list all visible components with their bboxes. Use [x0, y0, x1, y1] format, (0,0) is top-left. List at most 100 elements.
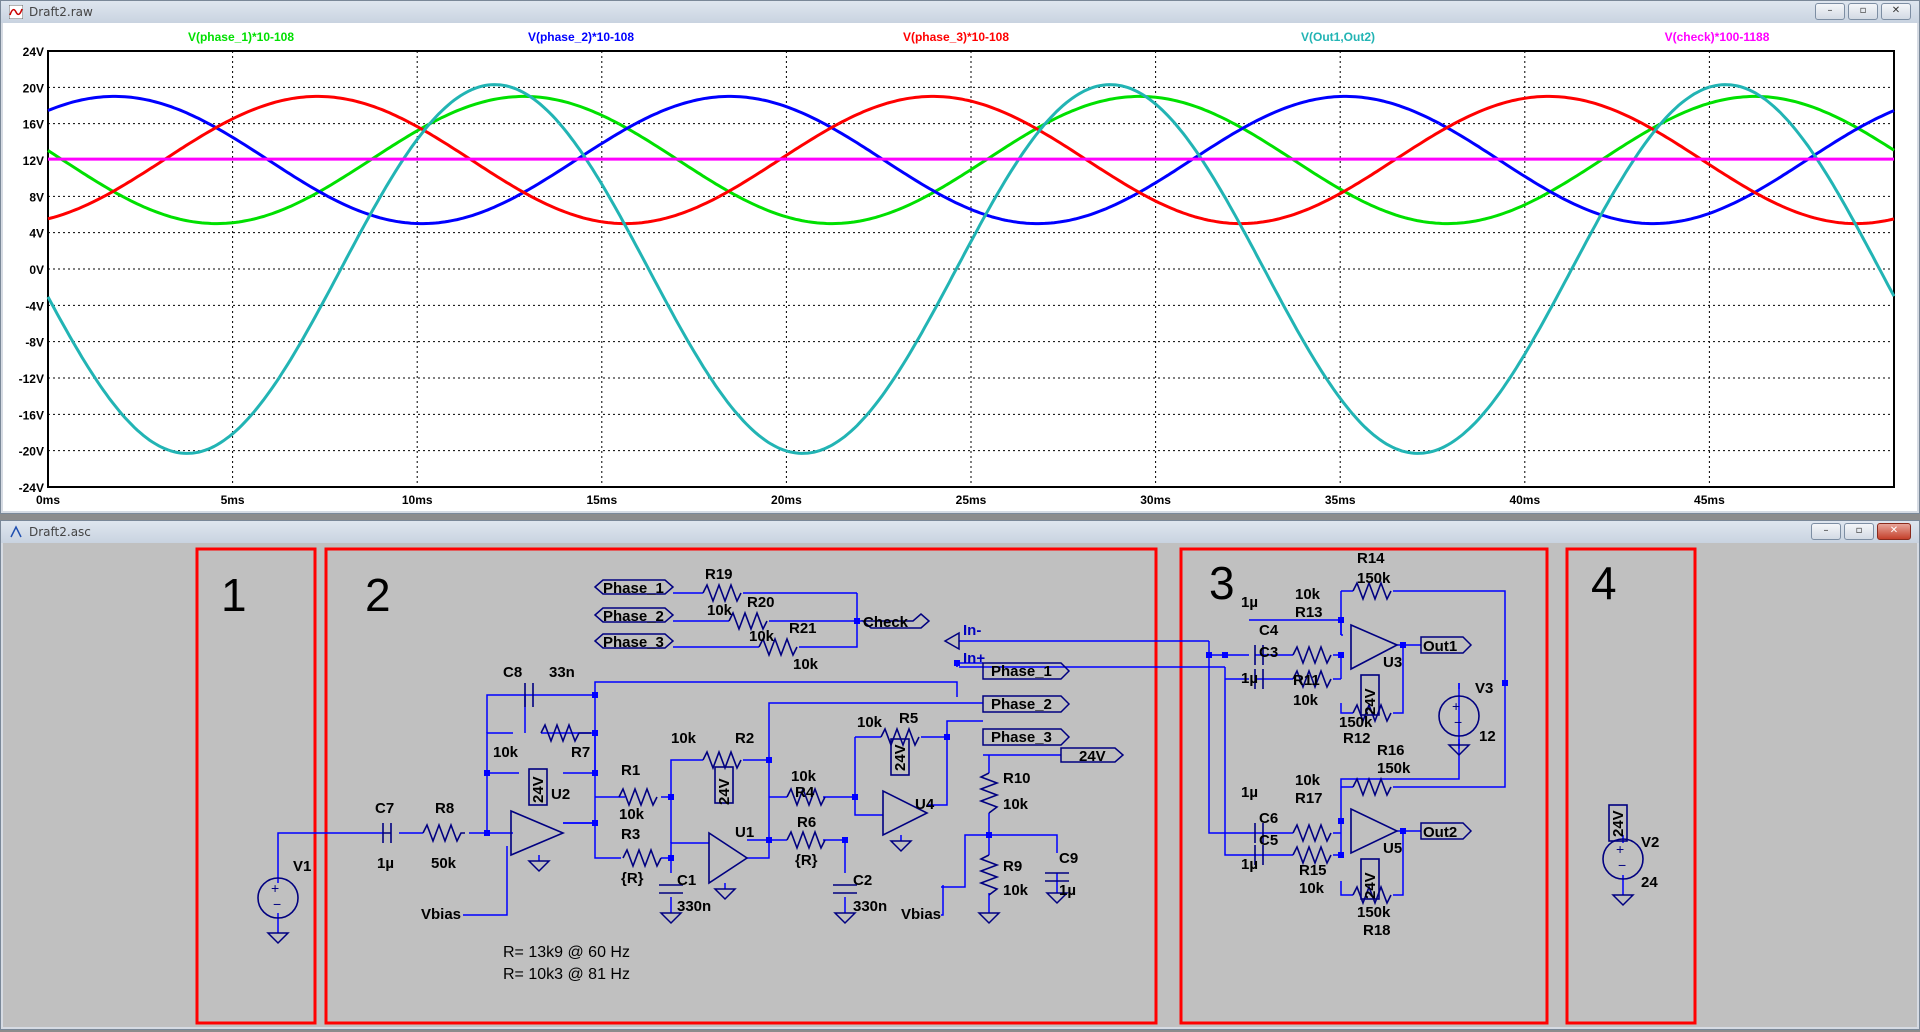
svg-text:R15: R15	[1299, 862, 1327, 879]
svg-text:24: 24	[1641, 874, 1658, 891]
svg-text:1µ: 1µ	[1241, 670, 1258, 687]
legend-label-2[interactable]: V(phase_2)*10-108	[528, 30, 634, 44]
svg-text:U4: U4	[915, 796, 935, 813]
svg-text:10k: 10k	[707, 602, 733, 619]
legend-label-1[interactable]: V(phase_1)*10-108	[188, 30, 294, 44]
minimize-button[interactable]: –	[1815, 3, 1845, 20]
port-out1-label: Out1	[1423, 638, 1457, 655]
x-tick-label: 0ms	[36, 493, 60, 507]
svg-text:R3: R3	[621, 826, 640, 843]
trace-4[interactable]	[46, 83, 1896, 455]
svg-text:150k: 150k	[1357, 904, 1391, 921]
svg-text:24V: 24V	[530, 776, 547, 803]
svg-text:C8: C8	[503, 664, 522, 681]
svg-text:1µ: 1µ	[1059, 882, 1076, 899]
port-in-plus-label: In+	[963, 650, 985, 667]
minimize-button[interactable]: –	[1811, 523, 1841, 540]
x-tick-label: 25ms	[956, 493, 987, 507]
svg-text:−: −	[273, 896, 281, 912]
opamp-u4-symbol	[882, 789, 929, 837]
net-ports	[593, 579, 1473, 840]
port-phase-2-out-label: Phase_2	[991, 696, 1052, 713]
svg-text:24V: 24V	[892, 744, 909, 771]
restore-button[interactable]: ▫	[1844, 523, 1874, 540]
svg-text:1µ: 1µ	[1241, 856, 1258, 873]
y-tick-label: -16V	[19, 408, 44, 422]
svg-text:330n: 330n	[853, 898, 887, 915]
svg-text:R2: R2	[735, 730, 754, 747]
trace-3[interactable]	[47, 94, 1895, 226]
y-tick-label: 12V	[23, 154, 44, 168]
svg-text:10k: 10k	[791, 768, 817, 785]
close-button[interactable]: ✕	[1881, 3, 1911, 20]
opamp-u1-symbol	[708, 831, 749, 885]
svg-text:10k: 10k	[619, 806, 645, 823]
vbias-u2-label: Vbias	[421, 906, 461, 923]
svg-text:R21: R21	[789, 620, 817, 637]
svg-text:+: +	[271, 880, 279, 896]
port-phase-1-label: Phase_1	[603, 580, 664, 597]
svg-text:C2: C2	[853, 872, 872, 889]
close-button[interactable]: ✕	[1877, 523, 1911, 540]
schematic-canvas[interactable]: 1 2 3 4	[3, 543, 1917, 1027]
svg-text:10k: 10k	[793, 656, 819, 673]
svg-text:R20: R20	[747, 594, 775, 611]
svg-text:R12: R12	[1343, 730, 1371, 747]
opamp-u5-symbol	[1350, 807, 1399, 855]
note-81hz: R= 10k3 @ 81 Hz	[503, 966, 630, 983]
svg-text:C1: C1	[677, 872, 696, 889]
x-tick-label: 35ms	[1325, 493, 1356, 507]
svg-text:10k: 10k	[1293, 692, 1319, 709]
svg-text:C6: C6	[1259, 810, 1278, 827]
waveform-plot[interactable]: 24V20V16V12V8V4V0V-4V-8V-12V-16V-20V-24V…	[3, 23, 1917, 511]
svg-text:U2: U2	[551, 786, 570, 803]
section-boxes	[195, 547, 1697, 1025]
svg-text:12: 12	[1479, 728, 1496, 745]
trace-2[interactable]	[47, 94, 1895, 226]
trace-1[interactable]	[47, 94, 1895, 226]
legend-label-4[interactable]: V(Out1,Out2)	[1301, 30, 1375, 44]
svg-text:−: −	[1454, 714, 1462, 730]
plot-window-title: Draft2.raw	[29, 5, 93, 19]
legend-label-5[interactable]: V(check)*100-1188	[1665, 30, 1770, 44]
svg-text:R1: R1	[621, 762, 640, 779]
legend-label-3[interactable]: V(phase_3)*10-108	[903, 30, 1009, 44]
schematic-titlebar[interactable]: Draft2.asc – ▫ ✕	[1, 521, 1919, 543]
section-box-2	[324, 547, 1158, 1025]
waveform-app-icon	[9, 5, 23, 19]
port-out2-label: Out2	[1423, 824, 1457, 841]
svg-text:U1: U1	[735, 824, 754, 841]
svg-text:R13: R13	[1295, 604, 1323, 621]
section-box-3	[1179, 547, 1549, 1025]
schematic-drawing[interactable]: 1 2 3 4	[3, 543, 1917, 1027]
port-check-label: Check	[863, 614, 909, 631]
port-phase-1-out-label: Phase_1	[991, 663, 1052, 680]
svg-text:R19: R19	[705, 566, 733, 583]
y-tick-label: -24V	[19, 481, 44, 495]
svg-text:10k: 10k	[749, 628, 775, 645]
plot-titlebar[interactable]: Draft2.raw – ▫ ✕	[1, 1, 1919, 23]
svg-text:10k: 10k	[1299, 880, 1325, 897]
svg-text:24V: 24V	[716, 778, 733, 805]
svg-text:1µ: 1µ	[1241, 594, 1258, 611]
svg-text:+: +	[1452, 698, 1460, 714]
svg-text:U3: U3	[1383, 654, 1402, 671]
wires	[277, 590, 1624, 927]
svg-text:R8: R8	[435, 800, 454, 817]
port-phase-2-label: Phase_2	[603, 608, 664, 625]
svg-text:R9: R9	[1003, 858, 1022, 875]
svg-text:24V: 24V	[1610, 810, 1627, 837]
svg-text:R6: R6	[797, 814, 816, 831]
svg-text:−: −	[1618, 857, 1626, 873]
svg-text:R17: R17	[1295, 790, 1323, 807]
v1-source-symbol	[257, 877, 299, 919]
svg-text:24V: 24V	[1362, 872, 1379, 899]
junctions	[484, 617, 1508, 861]
svg-text:150k: 150k	[1339, 714, 1373, 731]
x-tick-label: 10ms	[402, 493, 433, 507]
svg-text:U5: U5	[1383, 840, 1402, 857]
restore-button[interactable]: ▫	[1848, 3, 1878, 20]
x-tick-label: 45ms	[1694, 493, 1725, 507]
